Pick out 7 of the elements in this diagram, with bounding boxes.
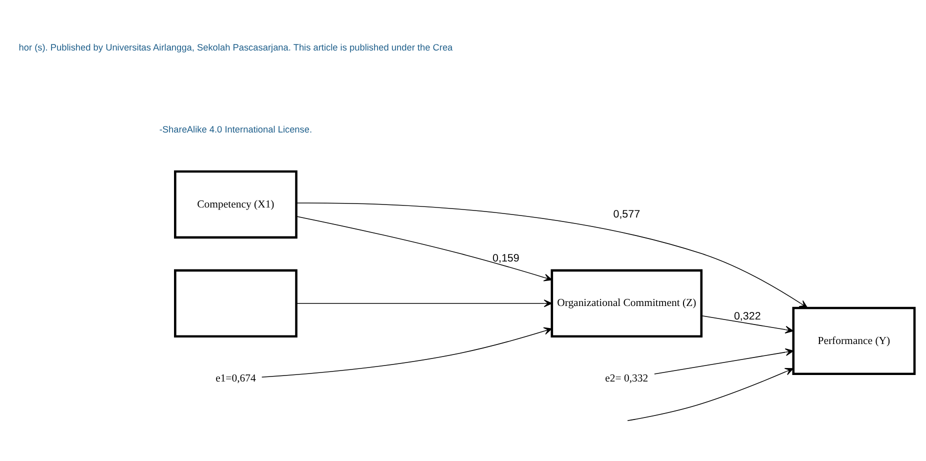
edge-label: 0,159: [492, 252, 520, 264]
edge-label: 0,322: [734, 310, 761, 323]
label: -ShareAlike 4.0 International License.: [159, 124, 312, 135]
node-text: e1=0,674: [216, 372, 256, 384]
label: hor (s). Published by Universitas Airlangga, Sekolah Pascasarjana. This article is published under the Crea: [18, 42, 453, 52]
edge-label: 0,577: [613, 208, 640, 221]
node-text: e2= 0,332: [605, 372, 648, 384]
